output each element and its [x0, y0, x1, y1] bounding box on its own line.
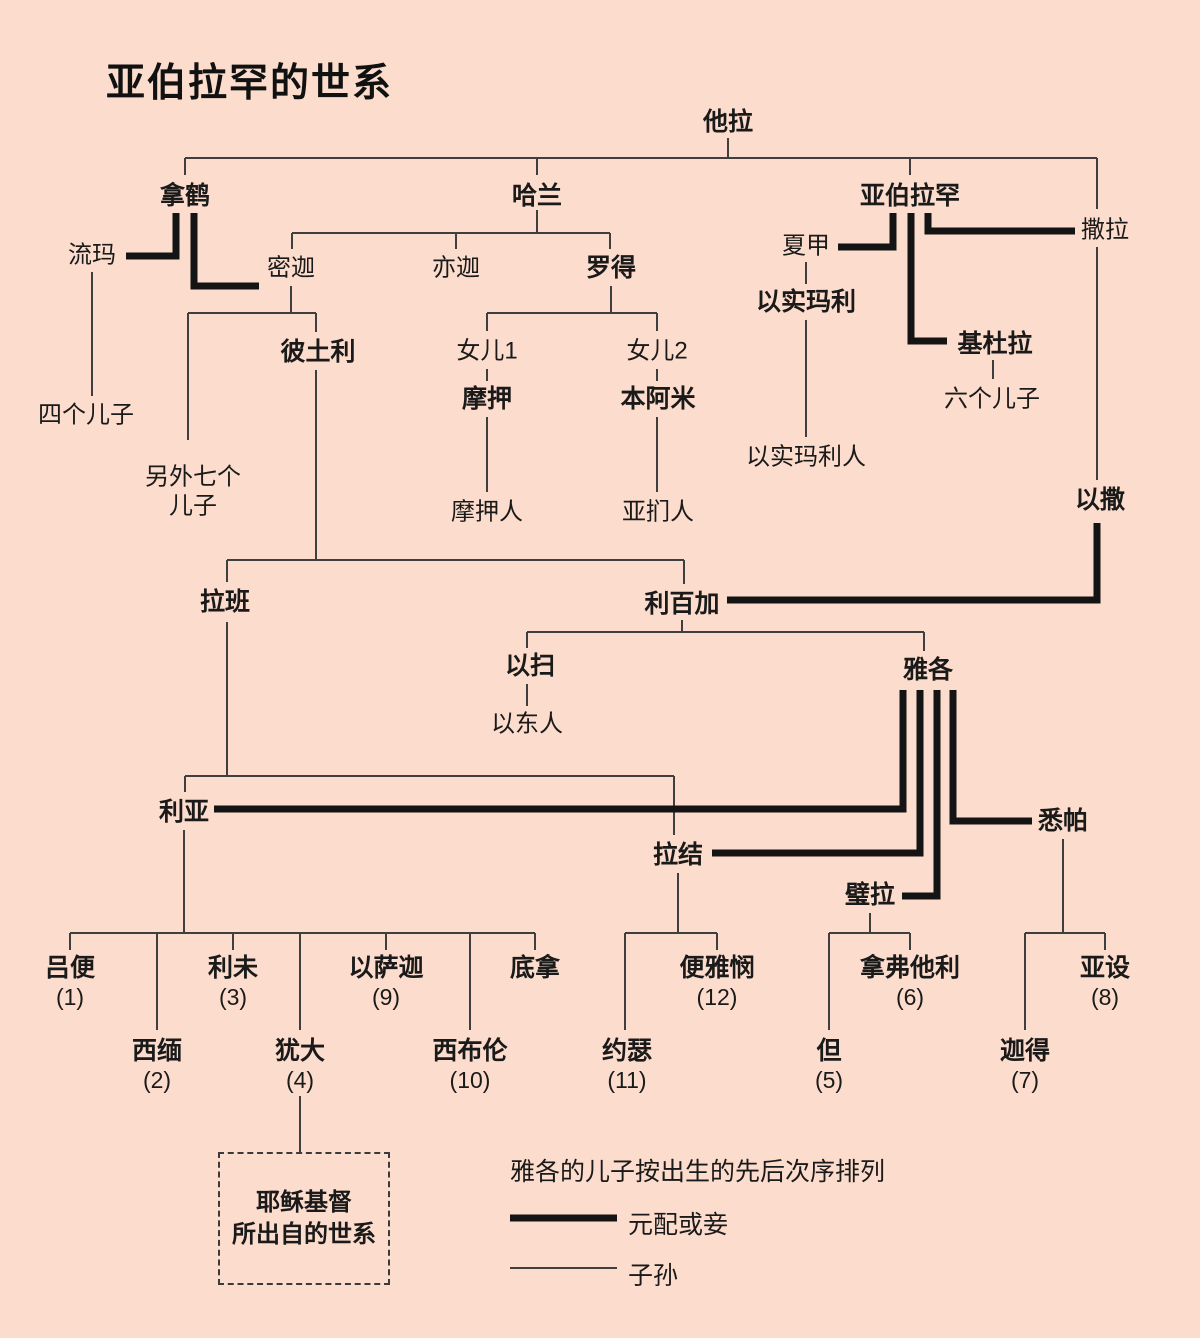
node-zilpah: 悉帕 — [1037, 806, 1089, 835]
node-lot: 罗得 — [585, 253, 637, 282]
node-six-sons: 六个儿子 — [944, 385, 1040, 413]
node-leah: 利亚 — [158, 797, 210, 826]
node-benjamin: 便雅悯 — [679, 953, 755, 982]
node-laban: 拉班 — [199, 587, 251, 616]
node-simeon-number: (2) — [142, 1066, 172, 1093]
node-zebulun: 西布伦 — [432, 1036, 508, 1065]
edge-nahor-reumah-marriage — [126, 213, 180, 260]
jesus-lineage-box: 耶稣基督 所出自的世系 — [218, 1152, 390, 1285]
node-benjamin-number: (12) — [696, 983, 738, 1010]
edge-abraham-keturah-marriage — [907, 213, 947, 345]
node-judah: 犹大 — [274, 1036, 326, 1065]
node-dinah: 底拿 — [509, 953, 561, 982]
edge-jacob-bilhah-marriage — [902, 690, 941, 900]
node-four-sons: 四个儿子 — [38, 401, 134, 429]
edge-jacob-rachel-marriage — [712, 690, 924, 857]
node-gad-number: (7) — [1010, 1066, 1040, 1093]
node-issachar-number: (9) — [371, 983, 401, 1010]
node-sarah: 撒拉 — [1081, 216, 1129, 244]
node-reuben-number: (1) — [55, 983, 85, 1010]
node-edomites: 以东人 — [491, 710, 563, 738]
node-hagar: 夏甲 — [782, 232, 830, 260]
edge-jacob-zilpah-marriage — [949, 690, 1032, 825]
node-haran: 哈兰 — [511, 181, 563, 210]
node-zebulun-number: (10) — [449, 1066, 491, 1093]
edge-isaac-rebekah-marriage — [727, 523, 1101, 604]
legend-note: 雅各的儿子按出生的先后次序排列 — [510, 1158, 886, 1186]
jesus-lineage-line2: 所出自的世系 — [232, 1220, 376, 1248]
node-abraham: 亚伯拉罕 — [859, 181, 961, 210]
node-milcah: 密迦 — [267, 254, 315, 282]
node-issachar: 以萨迦 — [348, 953, 424, 982]
node-ben-ammi: 本阿米 — [620, 384, 696, 413]
legend-thick-line-label: 元配或妾 — [628, 1211, 729, 1239]
node-joseph-number: (11) — [607, 1066, 647, 1093]
node-naphtali-number: (6) — [895, 983, 925, 1010]
edge-nahor-milcah-marriage — [190, 213, 259, 290]
node-naphtali: 拿弗他利 — [859, 953, 961, 982]
edge-abraham-sarah-marriage — [924, 213, 1075, 235]
node-simeon: 西缅 — [131, 1036, 183, 1065]
node-levi-number: (3) — [218, 983, 248, 1010]
node-reuben: 吕便 — [44, 953, 96, 982]
node-rachel: 拉结 — [652, 840, 704, 869]
node-ishmael: 以实玛利 — [755, 287, 857, 316]
node-nahor: 拿鹤 — [159, 181, 211, 210]
node-keturah: 基杜拉 — [957, 329, 1033, 358]
edge-abraham-hagar-marriage — [838, 213, 897, 251]
node-asher: 亚设 — [1079, 953, 1131, 982]
node-terah: 他拉 — [702, 107, 754, 136]
node-bethuel: 彼土利 — [280, 337, 356, 366]
node-dan: 但 — [816, 1036, 842, 1065]
node-seven-other-sons: 另外七个 儿子 — [145, 463, 241, 520]
node-bilhah: 璧拉 — [844, 880, 896, 909]
node-gad: 迦得 — [999, 1036, 1051, 1065]
node-moabites: 摩押人 — [451, 498, 523, 526]
node-ammonites: 亚扪人 — [622, 498, 694, 526]
node-rebekah: 利百加 — [644, 589, 720, 618]
page-title: 亚伯拉罕的世系 — [106, 62, 394, 105]
node-esau: 以扫 — [504, 651, 556, 680]
jesus-lineage-line1: 耶稣基督 — [256, 1189, 352, 1217]
node-asher-number: (8) — [1090, 983, 1120, 1010]
node-joseph: 约瑟 — [601, 1036, 653, 1065]
node-dan-number: (5) — [814, 1066, 844, 1093]
node-reumah: 流玛 — [68, 241, 116, 269]
node-levi: 利未 — [207, 953, 259, 982]
node-ishmaelites: 以实玛利人 — [746, 443, 866, 471]
legend-thin-line-label: 子孙 — [628, 1262, 679, 1290]
node-daughter2: 女儿2 — [626, 337, 688, 365]
node-judah-number: (4) — [285, 1066, 315, 1093]
edge-jacob-leah-marriage — [214, 690, 907, 813]
node-iscah: 亦迦 — [432, 254, 480, 282]
node-daughter1: 女儿1 — [456, 337, 518, 365]
node-moab: 摩押 — [461, 384, 513, 413]
node-jacob: 雅各 — [902, 655, 954, 684]
node-isaac: 以撒 — [1074, 485, 1126, 514]
